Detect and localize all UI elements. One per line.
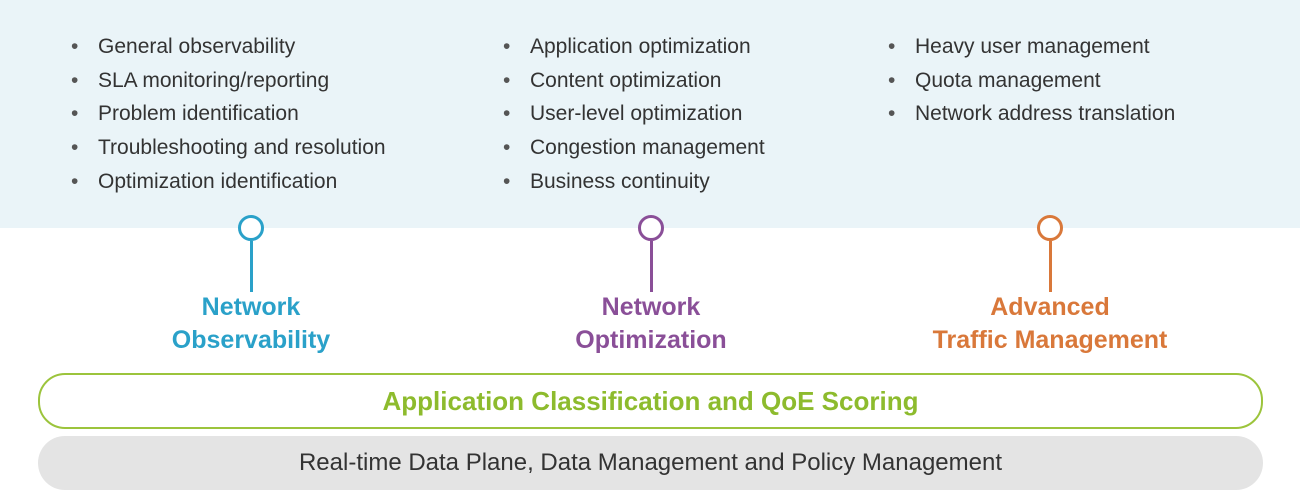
dataplane-layer-bar: Real-time Data Plane, Data Management an… <box>38 436 1263 490</box>
network-observability-title: Network Observability <box>91 291 411 357</box>
list-item: Heavy user management <box>888 30 1175 64</box>
list-item: Optimization identification <box>71 165 386 199</box>
list-item: Troubleshooting and resolution <box>71 131 386 165</box>
circle-marker-icon <box>638 215 664 241</box>
list-item: Congestion management <box>503 131 765 165</box>
title-line: Network <box>601 293 701 321</box>
network-optimization-title: Network Optimization <box>491 291 811 357</box>
title-line: Network <box>201 293 301 321</box>
title-line: Advanced <box>990 293 1110 321</box>
list-item: Quota management <box>888 64 1175 98</box>
connector-line <box>249 241 253 292</box>
list-item: Application optimization <box>503 30 765 64</box>
traffic-management-pin-connector <box>1035 213 1065 293</box>
list-item: Business continuity <box>503 165 765 199</box>
list-item: User-level optimization <box>503 97 765 131</box>
circle-marker-icon <box>1037 215 1063 241</box>
list-item: Network address translation <box>888 97 1175 131</box>
observability-pin-connector <box>236 213 266 293</box>
title-line: Traffic Management <box>932 326 1168 354</box>
advanced-traffic-management-title: Advanced Traffic Management <box>890 291 1210 357</box>
circle-marker-icon <box>238 215 264 241</box>
list-item: General observability <box>71 30 386 64</box>
connector-line <box>1048 241 1052 292</box>
observability-feature-list: General observability SLA monitoring/rep… <box>71 30 386 199</box>
list-item: Content optimization <box>503 64 765 98</box>
connector-line <box>649 241 653 292</box>
list-item: Problem identification <box>71 97 386 131</box>
traffic-management-feature-list: Heavy user management Quota management N… <box>888 30 1175 131</box>
list-item: SLA monitoring/reporting <box>71 64 386 98</box>
optimization-feature-list: Application optimization Content optimiz… <box>503 30 765 199</box>
optimization-pin-connector <box>636 213 666 293</box>
classification-layer-bar: Application Classification and QoE Scori… <box>38 373 1263 429</box>
title-line: Optimization <box>575 326 727 354</box>
title-line: Observability <box>171 326 331 354</box>
